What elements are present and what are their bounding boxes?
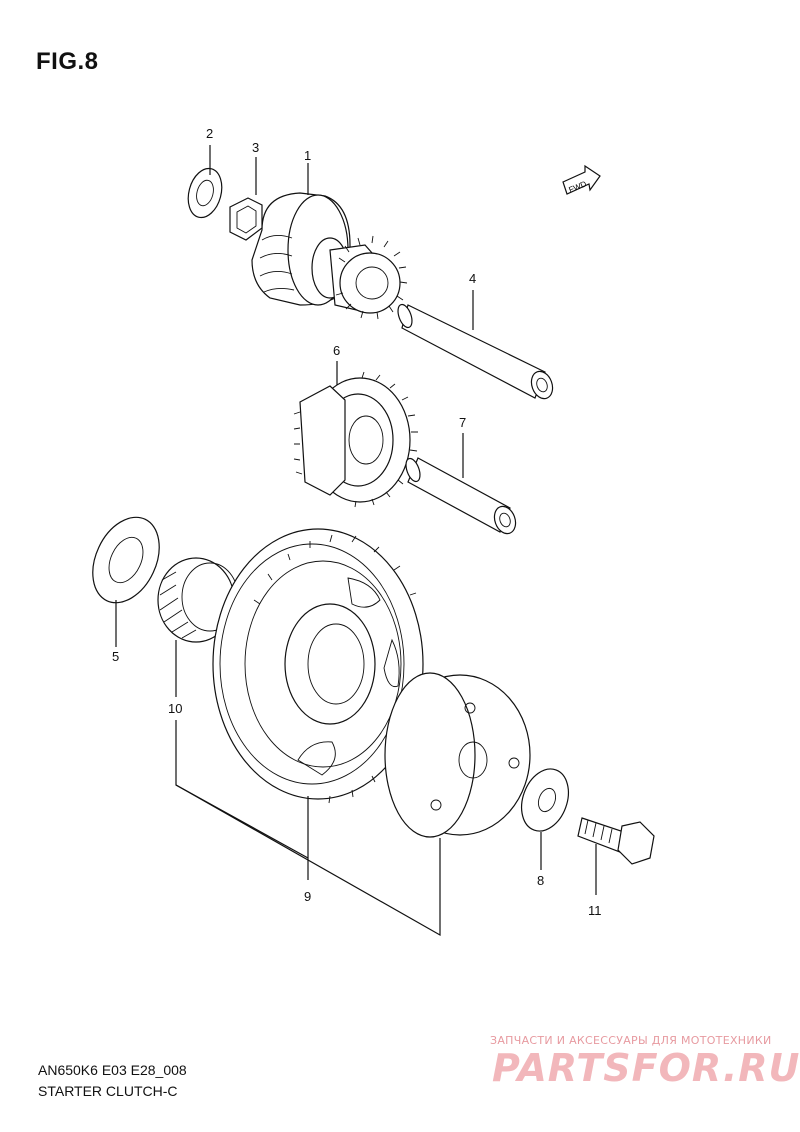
watermark-brand: PARTSFOR.RU [492,1046,800,1090]
part-9-starter-driven-gear [212,528,424,804]
callout-3: 3 [252,140,259,155]
callout-7: 7 [459,415,466,430]
part-8-washer [521,768,569,832]
part-1-gear-teeth [335,235,408,320]
watermark-tagline: ЗАПЧАСТИ И АКСЕССУАРЫ ДЛЯ МОТОТЕХНИКИ [490,1034,772,1047]
callout-11: 11 [588,903,602,918]
callout-8: 8 [537,873,544,888]
callout-5: 5 [112,649,119,664]
callout-10: 10 [168,701,182,716]
callout-9: 9 [304,889,311,904]
callout-6: 6 [333,343,340,358]
callout-1: 1 [304,148,311,163]
part-6-idle-gear [293,371,418,508]
callout-2: 2 [206,126,213,141]
fwd-arrow-icon: FWD [562,164,601,195]
part-3-spacer [229,197,263,241]
callout-4: 4 [469,271,476,286]
part-1-starter-clutch-hub [251,192,408,320]
callouts: 2 3 1 4 6 7 5 10 9 8 11 [112,126,602,918]
part-bolt [577,817,655,865]
figure-code: AN650K6 E03 E28_008 [38,1062,187,1078]
figure-title: FIG.8 [36,48,99,75]
part-11-starter-clutch [384,672,531,838]
leader-lines [115,145,597,937]
part-4-shaft [397,303,554,400]
part-2-washer [187,167,223,219]
part-10-needle-bearing [157,557,239,643]
part-5-washer [92,516,160,604]
part-7-shaft [405,457,517,535]
figure-name: STARTER CLUTCH-C [38,1083,178,1099]
